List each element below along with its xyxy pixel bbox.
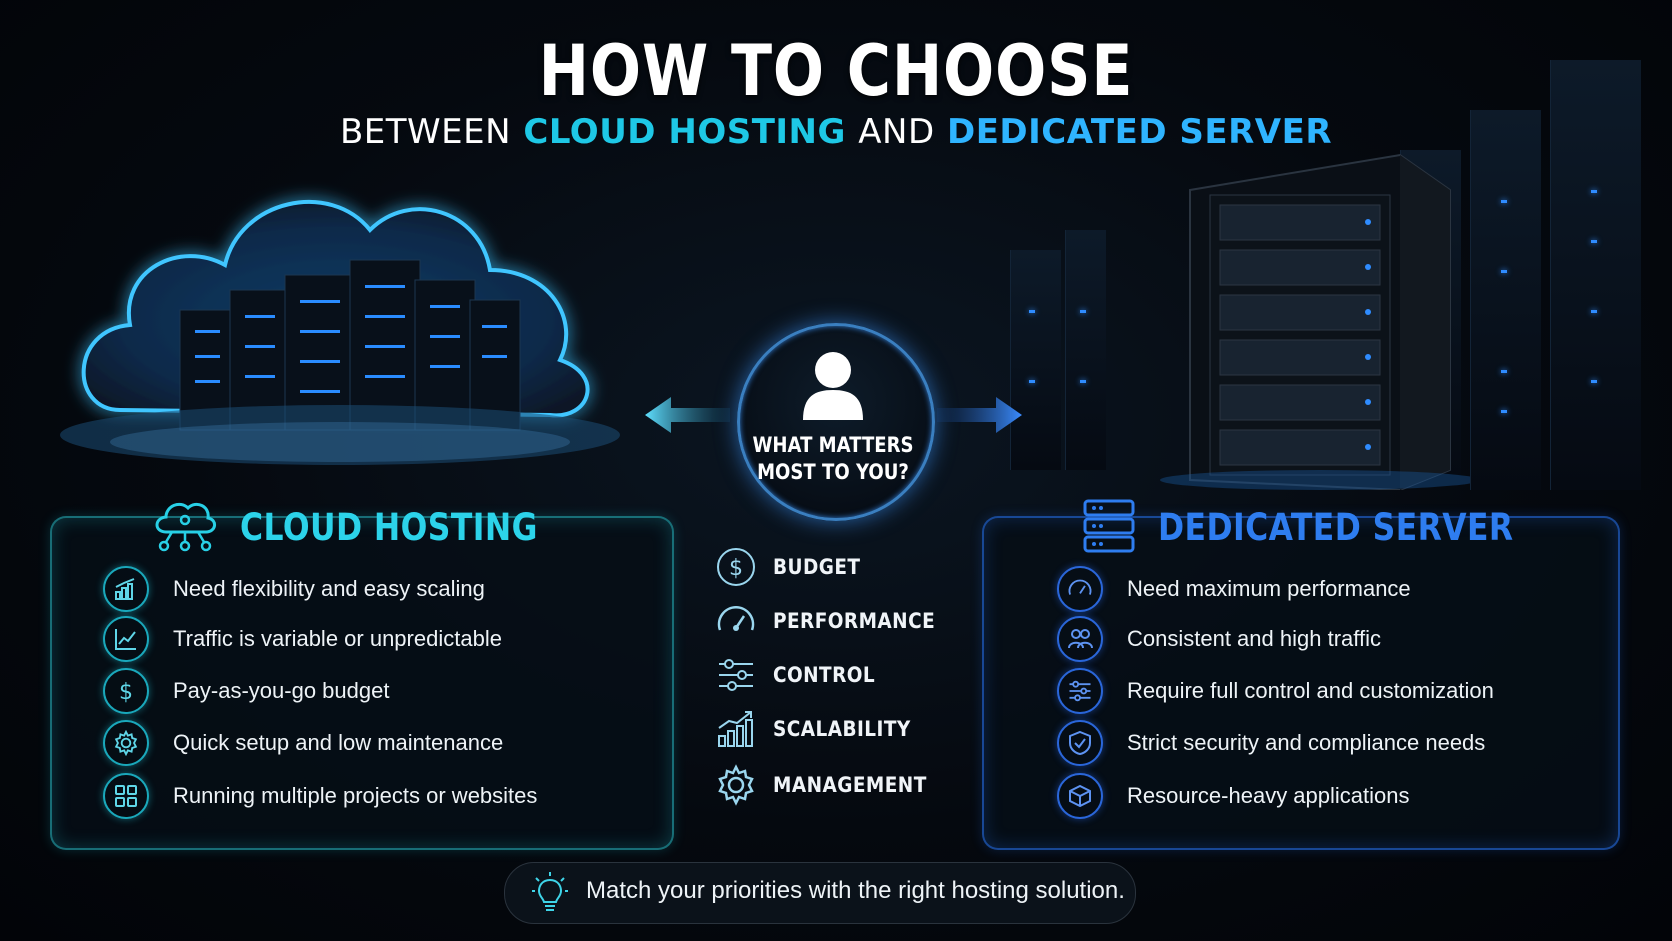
svg-text:$: $ [119,680,133,703]
right-arrow-icon [937,397,1022,433]
criterion-scalability: SCALABILITY [715,706,929,752]
dedicated-item-text: Need maximum performance [1127,576,1411,601]
center-question-text: WHAT MATTERS MOST TO YOU? [752,433,914,484]
users-icon [1057,616,1103,662]
cloud-item-text: Pay-as-you-go budget [173,678,390,703]
page-subtitle: BETWEEN CLOUD HOSTING AND DEDICATED SERV… [0,112,1672,152]
subtitle-prefix: BETWEEN [339,112,512,152]
cloud-item-text: Quick setup and low maintenance [173,730,504,755]
cloud-item-1: Need flexibility and easy scaling [103,566,485,612]
speedometer-icon [717,606,755,631]
dollar-icon: $ [717,548,755,586]
cloud-hosting-title: CLOUD HOSTING [240,506,538,549]
footer-banner [504,862,1136,924]
criterion-label: PERFORMANCE [773,609,936,633]
subtitle-option-dedicated: DEDICATED SERVER [946,112,1333,152]
sliders-icon [1057,668,1103,714]
speedometer-icon [1057,566,1103,612]
grid-icon [103,773,149,819]
cloud-network-icon [155,502,216,552]
cloud-item-text: Running multiple projects or websites [173,783,538,808]
criterion-label: MANAGEMENT [773,773,927,797]
criterion-label: CONTROL [773,663,876,687]
server-stack-icon [1083,499,1135,553]
dollar-icon: $ [103,668,149,714]
dedicated-item-5: Resource-heavy applications [1057,773,1410,819]
lightbulb-icon [532,872,568,911]
bar-chart-icon [103,566,149,612]
criterion-management: MANAGEMENT [715,762,948,808]
cloud-servers-illustration [60,200,620,465]
criterion-performance: PERFORMANCE [715,598,957,644]
left-arrow-icon [645,397,730,433]
cloud-item-text: Need flexibility and easy scaling [173,576,485,601]
criterion-label: SCALABILITY [773,717,911,741]
criterion-budget: $ BUDGET [715,544,872,590]
cube-icon [1057,773,1103,819]
dedicated-item-text: Require full control and customization [1127,678,1494,703]
cloud-item-text: Traffic is variable or unpredictable [173,626,502,651]
gear-icon [103,720,149,766]
cloud-item-3: $ Pay-as-you-go budget [103,668,389,714]
sliders-icon [719,659,753,691]
growth-chart-icon [718,711,753,747]
cloud-item-2: Traffic is variable or unpredictable [103,616,502,662]
dedicated-item-3: Require full control and customization [1057,668,1494,714]
criterion-control: CONTROL [715,652,889,698]
footer-text: Match your priorities with the right hos… [586,877,1125,904]
dedicated-item-4: Strict security and compliance needs [1057,720,1485,766]
cloud-item-5: Running multiple projects or websites [103,773,537,819]
shield-icon [1057,720,1103,766]
dedicated-item-text: Consistent and high traffic [1127,626,1381,651]
line-chart-icon [103,616,149,662]
dedicated-item-1: Need maximum performance [1057,566,1411,612]
svg-text:$: $ [729,556,743,581]
criterion-label: BUDGET [773,555,861,579]
dedicated-item-2: Consistent and high traffic [1057,616,1381,662]
gear-icon [718,764,754,806]
cloud-item-4: Quick setup and low maintenance [103,720,503,766]
page-title: HOW TO CHOOSE [538,30,1134,112]
dedicated-item-text: Resource-heavy applications [1127,783,1410,808]
dedicated-server-title: DEDICATED SERVER [1158,506,1514,549]
subtitle-joiner: AND [858,112,935,152]
cloud-hosting-panel [50,516,674,850]
subtitle-option-cloud: CLOUD HOSTING [523,112,846,152]
dedicated-server-illustration [1160,153,1470,490]
dedicated-item-text: Strict security and compliance needs [1127,730,1486,755]
user-icon [803,352,863,420]
